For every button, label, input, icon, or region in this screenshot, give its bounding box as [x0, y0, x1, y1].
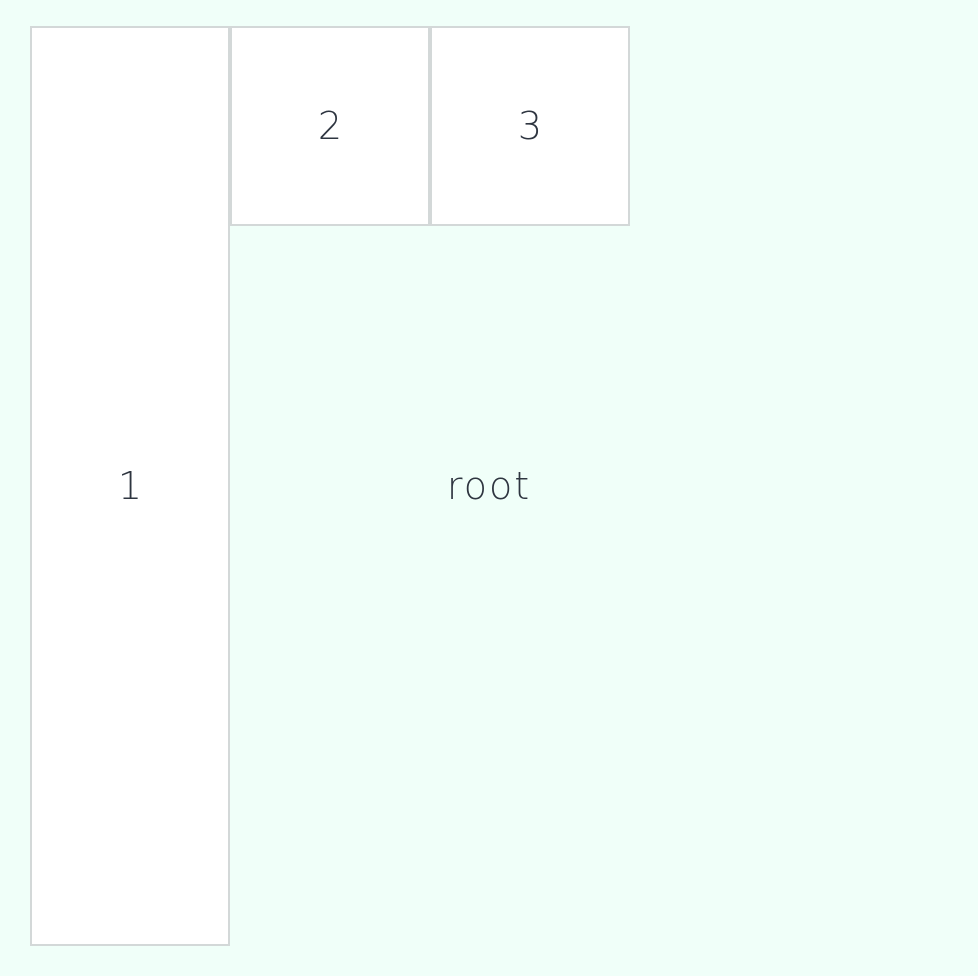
cell-1-label: 1: [117, 464, 143, 508]
cell-1: 1: [30, 26, 230, 946]
cell-3: 3: [430, 26, 630, 226]
root-label: root: [446, 464, 532, 508]
cell-2: 2: [230, 26, 430, 226]
cell-2-label: 2: [317, 104, 343, 148]
cell-3-label: 3: [517, 104, 543, 148]
